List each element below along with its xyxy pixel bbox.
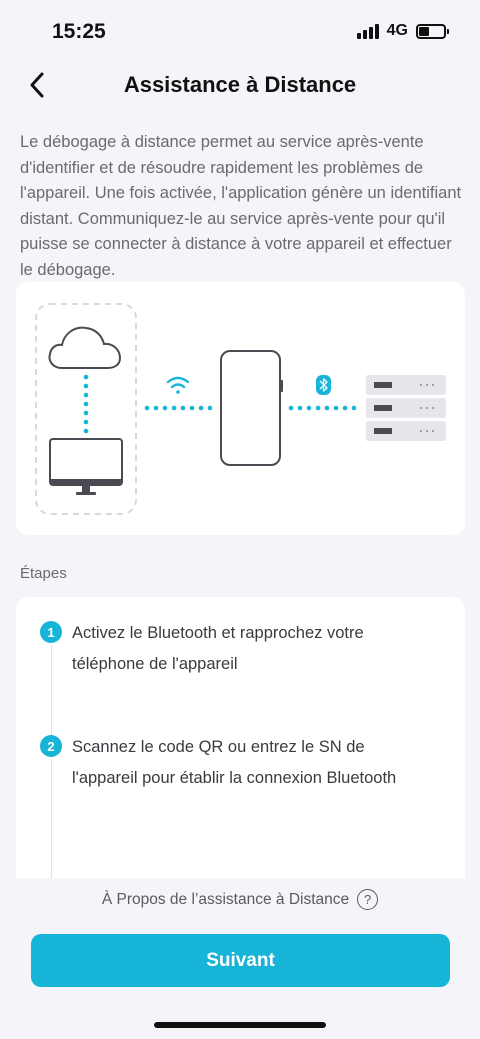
timeline-line xyxy=(51,645,52,878)
cloud-to-monitor-link xyxy=(83,374,89,434)
chevron-left-icon xyxy=(30,72,44,98)
page-title: Assistance à Distance xyxy=(123,72,357,97)
remote-assistance-diagram xyxy=(35,303,446,515)
step-number-badge: 1 xyxy=(40,621,62,643)
illustration-card xyxy=(16,282,465,535)
back-button[interactable] xyxy=(22,70,52,100)
about-remote-assistance-link[interactable]: À Propos de l’assistance à Distance ? xyxy=(0,889,480,910)
about-link-label: À Propos de l’assistance à Distance xyxy=(101,890,350,908)
phone-icon xyxy=(220,350,283,466)
device-rack-icon xyxy=(366,375,446,441)
nav-bar: Assistance à Distance xyxy=(0,60,480,110)
signal-bars-icon xyxy=(356,23,379,39)
status-time: 15:25 xyxy=(52,20,106,43)
cloud-icon xyxy=(48,326,122,369)
description-text: Le débogage à distance permet au service… xyxy=(20,133,462,279)
steps-section-label: Étapes xyxy=(20,565,67,582)
bluetooth-icon xyxy=(316,375,331,395)
step-text: Scannez le code QR ou entrez le SN de l'… xyxy=(72,738,397,787)
steps-card: 1 Activez le Bluetooth et rapprochez vot… xyxy=(16,597,465,878)
status-bar: 15:25 4G xyxy=(0,0,480,60)
next-button[interactable]: Suivant xyxy=(31,934,450,987)
step-text: Activez le Bluetooth et rapprochez votre… xyxy=(72,624,364,673)
monitor-icon xyxy=(49,438,123,495)
server-group-frame xyxy=(35,303,137,515)
network-label: 4G xyxy=(386,22,408,39)
home-indicator xyxy=(154,1022,326,1028)
bluetooth-link xyxy=(288,405,357,411)
wifi-link xyxy=(144,405,213,411)
step-number-badge: 2 xyxy=(40,735,62,757)
battery-icon xyxy=(416,23,449,39)
wifi-icon xyxy=(166,376,190,394)
help-icon[interactable]: ? xyxy=(357,889,379,910)
status-indicators: 4G xyxy=(356,22,449,40)
